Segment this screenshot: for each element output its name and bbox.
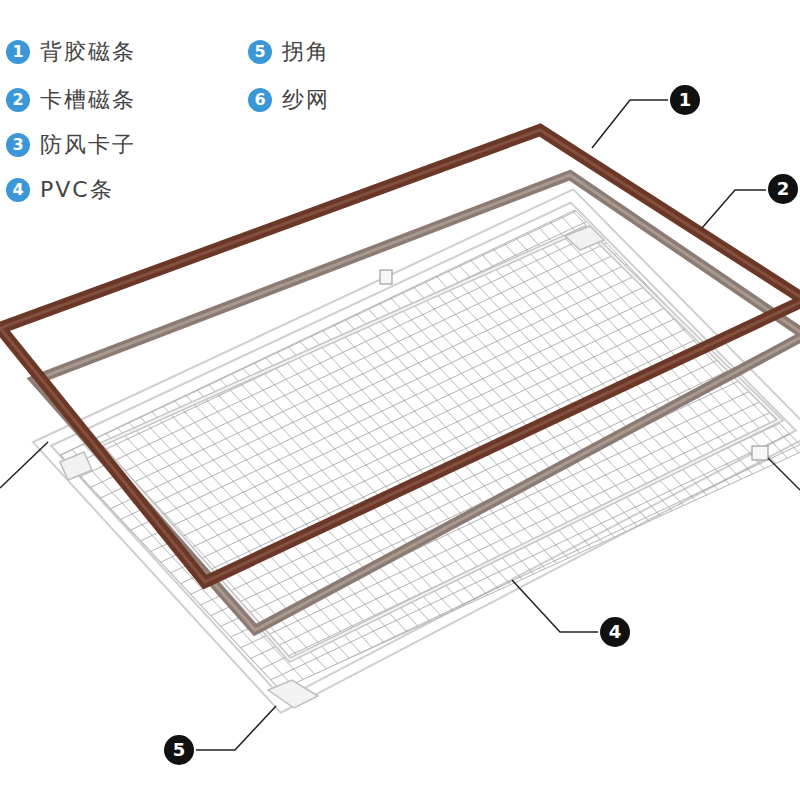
- mesh-inner-border: [100, 228, 780, 660]
- legend-number: 4: [6, 178, 30, 202]
- corner-piece: [60, 452, 92, 480]
- callout-number: 2: [768, 174, 798, 204]
- adhesive-magnet-strip-highlight: [0, 130, 800, 582]
- slot-magnet-strip: [35, 175, 800, 630]
- legend-number: 6: [248, 88, 272, 112]
- legend-number: 1: [6, 40, 30, 64]
- adhesive-magnet-strip: [0, 130, 800, 582]
- legend-number: 3: [6, 133, 30, 157]
- callout-number: 4: [600, 617, 630, 647]
- legend-text: 防风卡子: [40, 132, 136, 158]
- corner-piece: [268, 680, 318, 708]
- callout-number: 5: [164, 735, 194, 765]
- slot-magnet-strip-highlight: [35, 175, 800, 630]
- legend-number: 2: [6, 88, 30, 112]
- legend-number: 5: [248, 40, 272, 64]
- legend-text: 背胶磁条: [40, 39, 136, 65]
- legend-text: 纱网: [282, 87, 330, 113]
- leader-lines: [0, 100, 800, 750]
- legend-text: 卡槽磁条: [40, 87, 136, 113]
- wind-clip: [752, 446, 768, 460]
- callout-number: 1: [670, 85, 700, 115]
- wind-clip: [380, 270, 392, 284]
- mesh-net: [60, 210, 800, 690]
- corner-piece: [565, 226, 604, 250]
- legend-text: PVC条: [40, 177, 114, 203]
- legend-text: 拐角: [282, 39, 330, 65]
- mesh-inner-border-line: [100, 228, 780, 660]
